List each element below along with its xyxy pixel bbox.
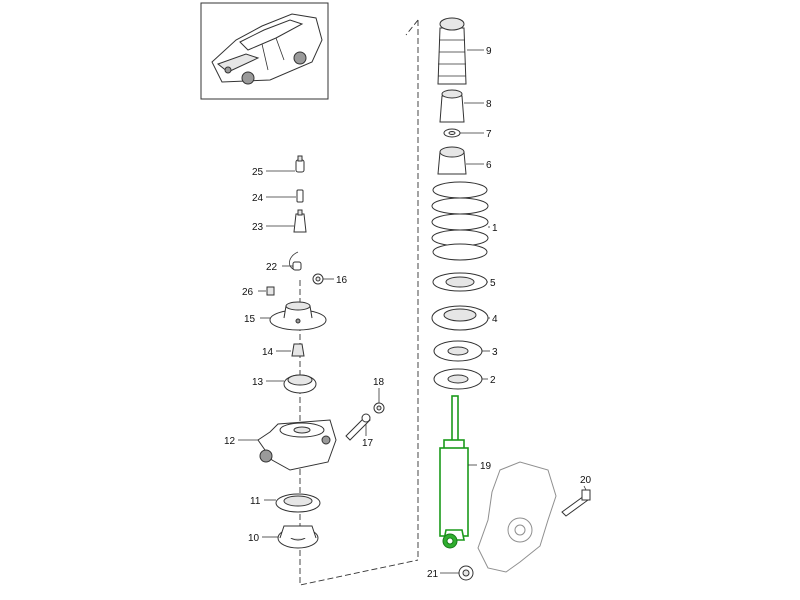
part-24-valve-core[interactable] bbox=[296, 189, 304, 203]
wheel-carrier bbox=[477, 461, 557, 573]
callout-22: 22 bbox=[266, 262, 278, 273]
callout-13: 13 bbox=[252, 377, 264, 388]
callout-9: 9 bbox=[486, 46, 492, 57]
callout-8: 8 bbox=[486, 99, 492, 110]
callout-1: 1 bbox=[492, 223, 498, 234]
callout-2: 2 bbox=[490, 375, 496, 386]
callout-19: 19 bbox=[480, 461, 492, 472]
part-21-nut[interactable] bbox=[458, 565, 474, 581]
part-25-valve-cap[interactable] bbox=[295, 155, 305, 173]
part-4-isolator[interactable] bbox=[431, 305, 489, 331]
callout-12: 12 bbox=[224, 436, 236, 447]
callout-16: 16 bbox=[336, 275, 348, 286]
callout-21: 21 bbox=[427, 569, 439, 580]
part-2-mounting-plate[interactable] bbox=[433, 368, 483, 390]
callout-23: 23 bbox=[252, 222, 264, 233]
part-14-bump-stop[interactable] bbox=[291, 343, 305, 357]
part-10-spring-seat-lower[interactable] bbox=[277, 525, 319, 549]
part-15-top-mount[interactable] bbox=[269, 301, 327, 331]
part-9-dust-boot[interactable] bbox=[437, 17, 467, 85]
part-26-clip[interactable] bbox=[266, 286, 275, 296]
part-20-bolt[interactable] bbox=[561, 489, 591, 517]
part-16-nut[interactable] bbox=[312, 273, 324, 285]
callout-10: 10 bbox=[248, 533, 260, 544]
part-22-hose[interactable] bbox=[289, 251, 302, 271]
callout-7: 7 bbox=[486, 129, 492, 140]
callout-15: 15 bbox=[244, 314, 256, 325]
leader-lines bbox=[238, 49, 587, 574]
part-17-bolt[interactable] bbox=[345, 413, 371, 441]
callout-25: 25 bbox=[252, 167, 264, 178]
part-6-spring-pad[interactable] bbox=[437, 146, 467, 175]
callout-labels: 9 8 7 6 1 5 4 3 2 19 20 21 25 24 23 22 1… bbox=[224, 46, 592, 580]
callout-11: 11 bbox=[250, 496, 261, 507]
callout-17: 17 bbox=[362, 438, 374, 449]
part-19-shock-absorber[interactable] bbox=[439, 395, 469, 549]
part-18-washer[interactable] bbox=[373, 402, 385, 414]
part-23-valve[interactable] bbox=[293, 209, 307, 233]
part-8-bump-stop[interactable] bbox=[439, 89, 465, 123]
part-5-spring-seat[interactable] bbox=[432, 272, 488, 292]
part-1-coil-spring[interactable] bbox=[431, 181, 489, 261]
callout-3: 3 bbox=[492, 347, 498, 358]
callout-4: 4 bbox=[492, 314, 498, 325]
callout-14: 14 bbox=[262, 347, 274, 358]
part-11-spring-seat[interactable] bbox=[275, 493, 321, 513]
callout-24: 24 bbox=[252, 193, 264, 204]
callout-5: 5 bbox=[490, 278, 496, 289]
callout-6: 6 bbox=[486, 160, 492, 171]
callout-26: 26 bbox=[242, 287, 254, 298]
callout-18: 18 bbox=[373, 377, 385, 388]
part-13-bearing[interactable] bbox=[283, 374, 317, 394]
callout-20: 20 bbox=[580, 475, 592, 486]
part-12-air-spring-housing[interactable] bbox=[257, 419, 337, 471]
part-7-washer[interactable] bbox=[443, 128, 461, 138]
part-3-plate[interactable] bbox=[433, 340, 483, 362]
vehicle-thumbnail[interactable] bbox=[200, 2, 329, 100]
